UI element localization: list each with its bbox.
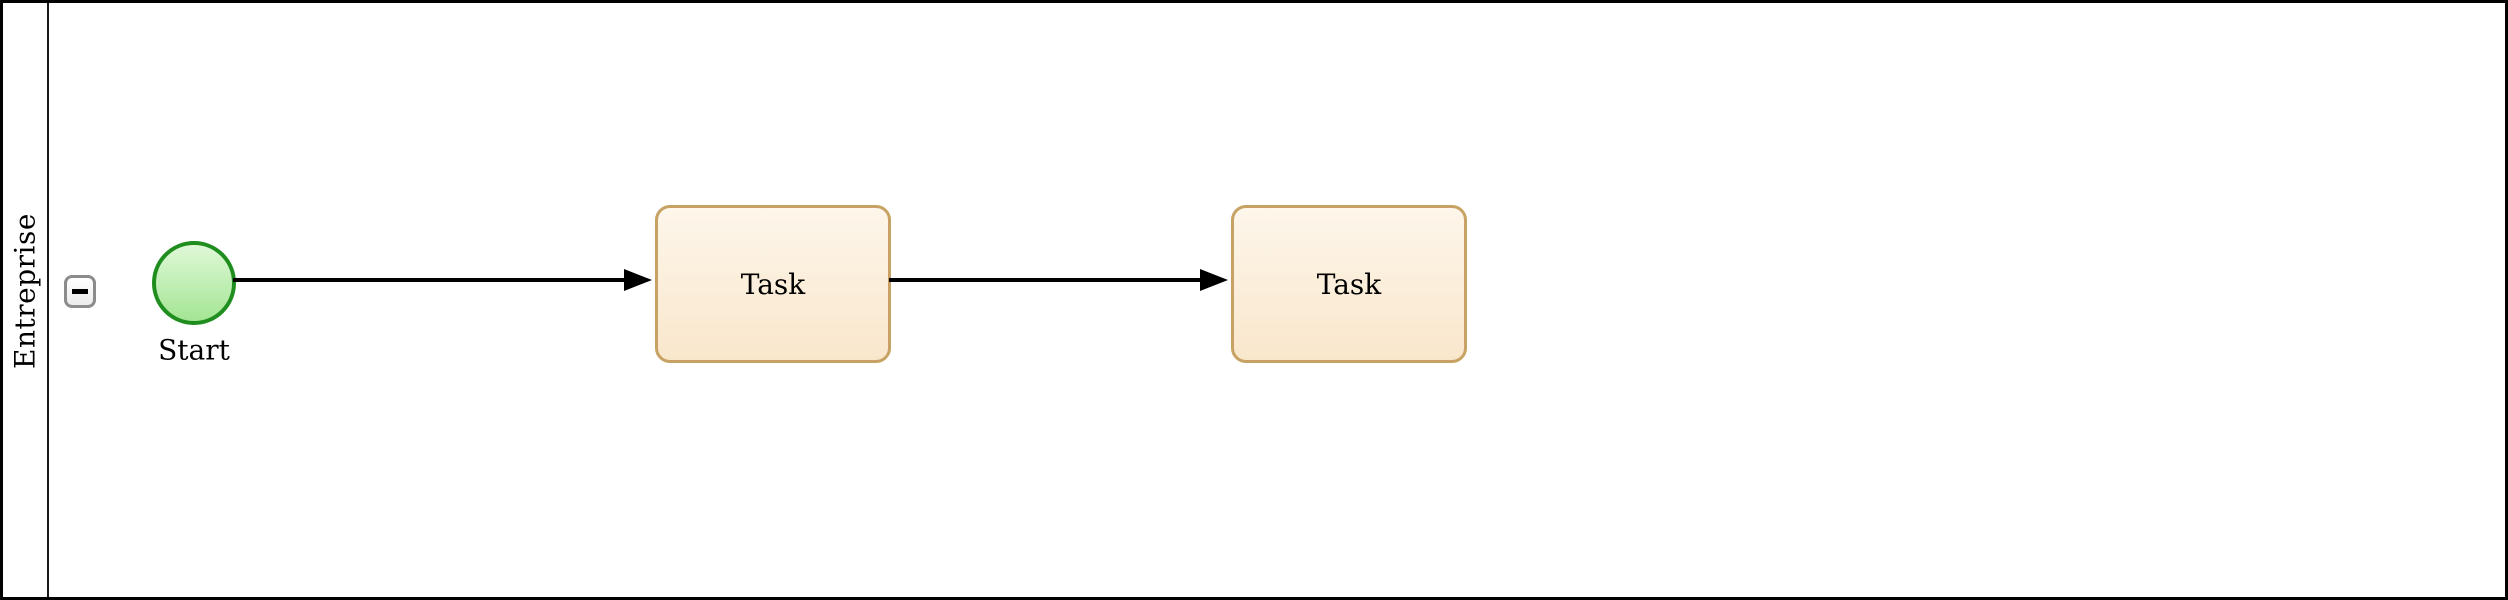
task-1[interactable]: Task [655, 205, 891, 363]
pool-label-band: Entreprise [3, 3, 49, 597]
start-event[interactable] [152, 241, 236, 325]
start-event-label: Start [158, 333, 230, 367]
task-2[interactable]: Task [1231, 205, 1467, 363]
pool-collapse-button[interactable] [64, 275, 96, 308]
pool-label: Entreprise [8, 213, 42, 369]
minus-icon [72, 289, 88, 294]
task-1-label: Task [740, 267, 806, 301]
task-2-label: Task [1316, 267, 1382, 301]
